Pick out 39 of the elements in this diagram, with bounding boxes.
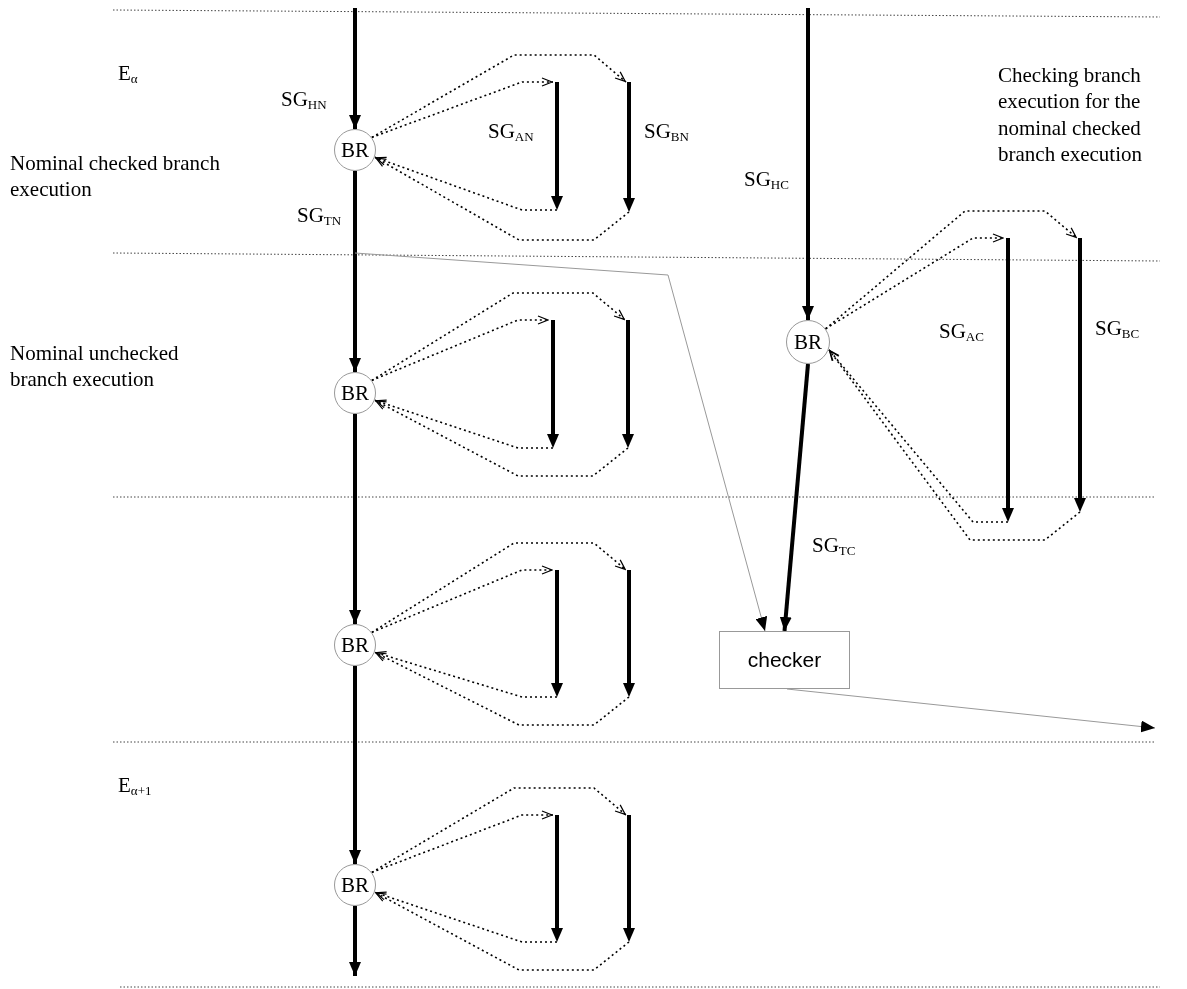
dotted-arrow	[371, 54, 627, 139]
dotted-arrow	[374, 651, 630, 726]
arrow-label: SG$_{BC}$	[1095, 315, 1140, 343]
dotted-arrow	[371, 292, 626, 382]
lane-label: E$_{α}$	[118, 60, 138, 88]
lane-label: Nominal unchecked branch execution	[10, 340, 180, 393]
arrow	[349, 906, 361, 976]
dotted-arrow	[828, 348, 1081, 541]
dotted-arrow	[374, 891, 630, 971]
dotted-arrow	[824, 233, 1005, 330]
dotted-arrow	[824, 210, 1078, 330]
dotted-arrow	[371, 787, 627, 874]
dotted-arrow	[828, 348, 1009, 523]
dotted-arrow	[374, 399, 629, 477]
arrow	[802, 8, 814, 320]
arrow-label: SG$_{BN}$	[644, 118, 689, 146]
dotted-arrow	[371, 315, 550, 382]
arrow-label: SG$_{AC}$	[939, 318, 984, 346]
dotted-arrow	[371, 565, 554, 634]
arrow	[349, 8, 361, 129]
arrow	[349, 171, 361, 372]
branch-circle: BR	[786, 320, 830, 364]
arrow	[349, 414, 361, 624]
dotted-arrow	[374, 156, 630, 241]
dotted-arrow	[371, 810, 554, 874]
branch-circle: BR	[334, 864, 376, 906]
dotted-arrow	[371, 77, 554, 139]
dotted-arrow	[371, 542, 627, 634]
arrow	[354, 252, 768, 632]
lane-label: E$_{α+1}$	[118, 772, 152, 800]
branch-circle: BR	[334, 372, 376, 414]
lane-label: Nominal checked branch execution	[10, 150, 220, 203]
arrow	[779, 363, 810, 632]
process-box: checker	[719, 631, 850, 689]
lane-label: Checking branch execution for the nominal checked branch execution	[998, 62, 1144, 167]
arrow	[349, 666, 361, 864]
branch-circle: BR	[334, 129, 376, 171]
arrow-label: SG$_{AN}$	[488, 118, 534, 146]
branch-circle: BR	[334, 624, 376, 666]
